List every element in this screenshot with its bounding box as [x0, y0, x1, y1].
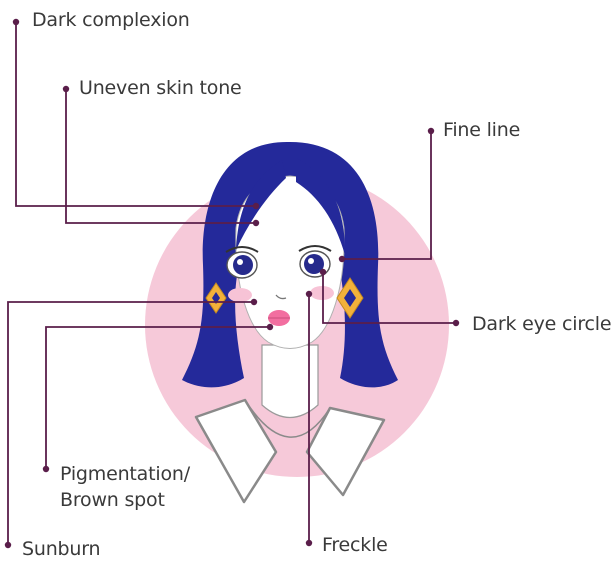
leader-dark-complexion	[16, 22, 256, 206]
dot-pigmentation-face	[267, 324, 273, 330]
label-dark-complexion: Dark complexion	[32, 8, 190, 32]
label-pigmentation: Pigmentation/	[60, 462, 190, 486]
dot-freckle-label	[306, 540, 312, 546]
label-uneven-skin-tone: Uneven skin tone	[79, 76, 242, 100]
dot-sunburn-label	[5, 542, 11, 548]
dot-freckle-face	[306, 291, 312, 297]
right-cheek-blush	[310, 286, 334, 300]
label-dark-eye-circle: Dark eye circle	[472, 312, 611, 336]
dot-uneven-skin-face	[253, 220, 259, 226]
label-sunburn: Sunburn	[22, 537, 100, 561]
dot-uneven-skin-label	[63, 86, 69, 92]
dot-dark-eye-label	[453, 320, 459, 326]
label-freckle: Freckle	[322, 533, 388, 557]
dot-fine-line-face	[339, 256, 345, 262]
dot-pigmentation-label	[43, 466, 49, 472]
dot-dark-complexion-label	[13, 19, 19, 25]
left-cheek-blush	[228, 288, 252, 302]
label-fine-line: Fine line	[443, 118, 520, 142]
label-brown-spot: Brown spot	[60, 488, 165, 512]
dot-dark-eye-face	[320, 269, 326, 275]
dot-fine-line-label	[428, 128, 434, 134]
dot-dark-complexion-face	[253, 203, 259, 209]
dot-sunburn-face	[251, 299, 257, 305]
